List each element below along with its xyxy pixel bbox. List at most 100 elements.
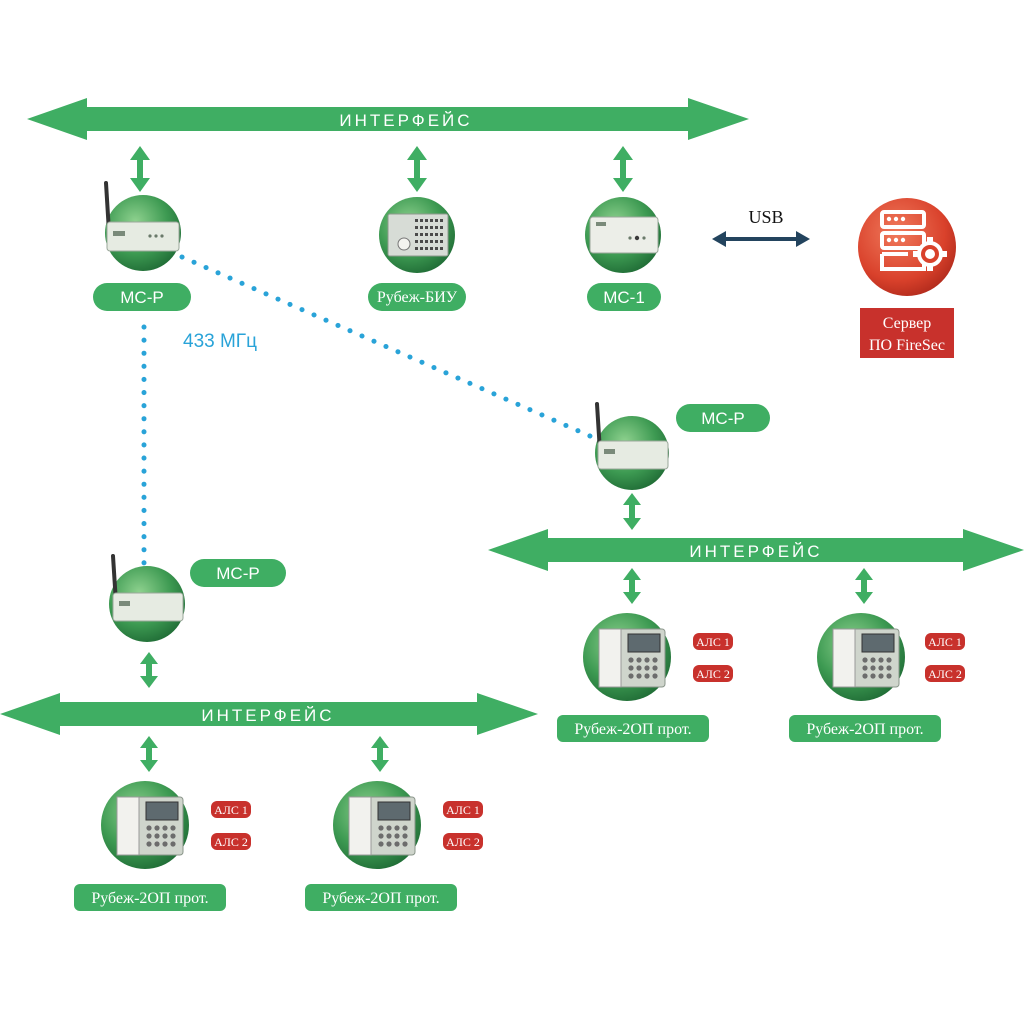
bus-top: ИНТЕРФЕЙС xyxy=(27,98,749,140)
server-label-line1: Сервер xyxy=(883,315,932,332)
als-2-label: АЛС 2 xyxy=(214,835,248,849)
frequency-label: 433 МГц xyxy=(183,331,257,352)
usb-label: USB xyxy=(748,207,783,227)
device-badge xyxy=(113,231,125,236)
led-icon xyxy=(634,235,640,241)
controller-cover xyxy=(116,796,140,856)
device-box xyxy=(589,216,659,254)
controller-keypad xyxy=(378,825,408,847)
server-icon-dots xyxy=(886,216,906,243)
als-2-badge xyxy=(211,833,251,850)
server-label-box xyxy=(860,308,954,358)
device-badge xyxy=(119,601,130,606)
als-2-label: АЛС 2 xyxy=(696,667,730,681)
controller-label-pill xyxy=(557,715,709,742)
server-label-line2: ПО FireSec xyxy=(869,337,945,354)
connector-arrow xyxy=(623,568,641,604)
als-1-badge xyxy=(443,801,483,818)
usb-arrow xyxy=(712,231,810,247)
gear-icon xyxy=(913,237,947,271)
controller-label: Рубеж-2ОП прот. xyxy=(322,890,439,907)
als-1-badge xyxy=(693,633,733,650)
als-1-label: АЛС 1 xyxy=(928,635,962,649)
bus-left: ИНТЕРФЕЙС xyxy=(0,693,538,735)
radio-link-top-right xyxy=(179,254,593,439)
device-label: МС-1 xyxy=(603,288,645,307)
connector-arrow xyxy=(855,568,873,604)
controller-label: Рубеж-2ОП прот. xyxy=(574,721,691,738)
device-label-pill xyxy=(190,559,286,587)
connector-arrow xyxy=(130,146,150,192)
als-2-label: АЛС 2 xyxy=(928,667,962,681)
connector-arrow xyxy=(613,146,633,192)
bus-label: ИНТЕРФЕЙС xyxy=(339,111,472,130)
als-2-label: АЛС 2 xyxy=(446,835,480,849)
device-box xyxy=(106,221,180,252)
bus-label: ИНТЕРФЕЙС xyxy=(689,542,822,561)
als-1-label: АЛС 1 xyxy=(696,635,730,649)
als-2-badge xyxy=(693,665,733,682)
device-label: МС-Р xyxy=(216,564,259,583)
biu-device: Рубеж-БИУ xyxy=(368,197,466,311)
controller-cover xyxy=(832,628,856,688)
server-icon xyxy=(880,210,926,271)
device-label-pill xyxy=(676,404,770,432)
mcp-right-device: МС-Р xyxy=(595,402,770,490)
button-grid xyxy=(415,219,443,250)
connector-arrow xyxy=(371,736,389,772)
als-2-badge xyxy=(443,833,483,850)
bus-right-connectors xyxy=(623,568,873,604)
controller-display xyxy=(377,801,411,821)
device-label: МС-Р xyxy=(120,288,163,307)
bus-left-connectors xyxy=(140,736,389,772)
device-box xyxy=(597,440,669,470)
device-label-pill xyxy=(587,283,661,311)
device-label: Рубеж-БИУ xyxy=(377,289,458,306)
bus-arrow xyxy=(488,529,1024,571)
controller-2: АЛС 1 АЛС 2 Рубеж-2ОП прот. xyxy=(789,613,993,742)
controller-label: Рубеж-2ОП прот. xyxy=(91,890,208,907)
device-label: МС-Р xyxy=(701,409,744,428)
als-1-badge xyxy=(925,633,965,650)
controller-3: АЛС 1 АЛС 2 Рубеж-2ОП прот. xyxy=(74,781,278,911)
controller-cover xyxy=(348,796,372,856)
controller-keypad xyxy=(628,657,658,679)
device-box xyxy=(112,592,184,622)
device-badge xyxy=(604,449,615,454)
device-knob xyxy=(397,237,411,251)
usb-link: USB xyxy=(712,207,810,247)
led-icon xyxy=(148,234,152,238)
controller-keypad xyxy=(862,657,892,679)
controller-label: Рубеж-2ОП прот. xyxy=(806,721,923,738)
controller-keypad xyxy=(146,825,176,847)
connector-arrow xyxy=(140,736,158,772)
controller-label-pill xyxy=(74,884,226,911)
als-2-badge xyxy=(925,665,965,682)
mcp-left-device: МС-Р xyxy=(109,554,286,642)
controller-label-pill xyxy=(789,715,941,742)
device-label-pill xyxy=(368,283,466,311)
led-icon xyxy=(154,234,158,238)
controller-display xyxy=(861,633,895,653)
bus-top-connectors xyxy=(130,146,633,192)
connector-arrow xyxy=(407,146,427,192)
bus-arrow xyxy=(27,98,749,140)
bus-label: ИНТЕРФЕЙС xyxy=(201,706,334,725)
server-node: Сервер ПО FireSec xyxy=(858,198,956,358)
connector-arrow xyxy=(140,652,158,688)
als-1-badge xyxy=(211,801,251,818)
controller-cover xyxy=(598,628,622,688)
connector-arrow xyxy=(623,493,641,530)
mcp-top-device: МС-Р xyxy=(93,181,191,311)
led-icon xyxy=(160,234,164,238)
als-1-label: АЛС 1 xyxy=(214,803,248,817)
radio-links xyxy=(141,254,593,569)
als-1-label: АЛС 1 xyxy=(446,803,480,817)
led-icon xyxy=(642,236,646,240)
led-icon xyxy=(628,236,632,240)
controller-display xyxy=(145,801,179,821)
controller-label-pill xyxy=(305,884,457,911)
controller-4: АЛС 1 АЛС 2 Рубеж-2ОП прот. xyxy=(305,781,510,911)
